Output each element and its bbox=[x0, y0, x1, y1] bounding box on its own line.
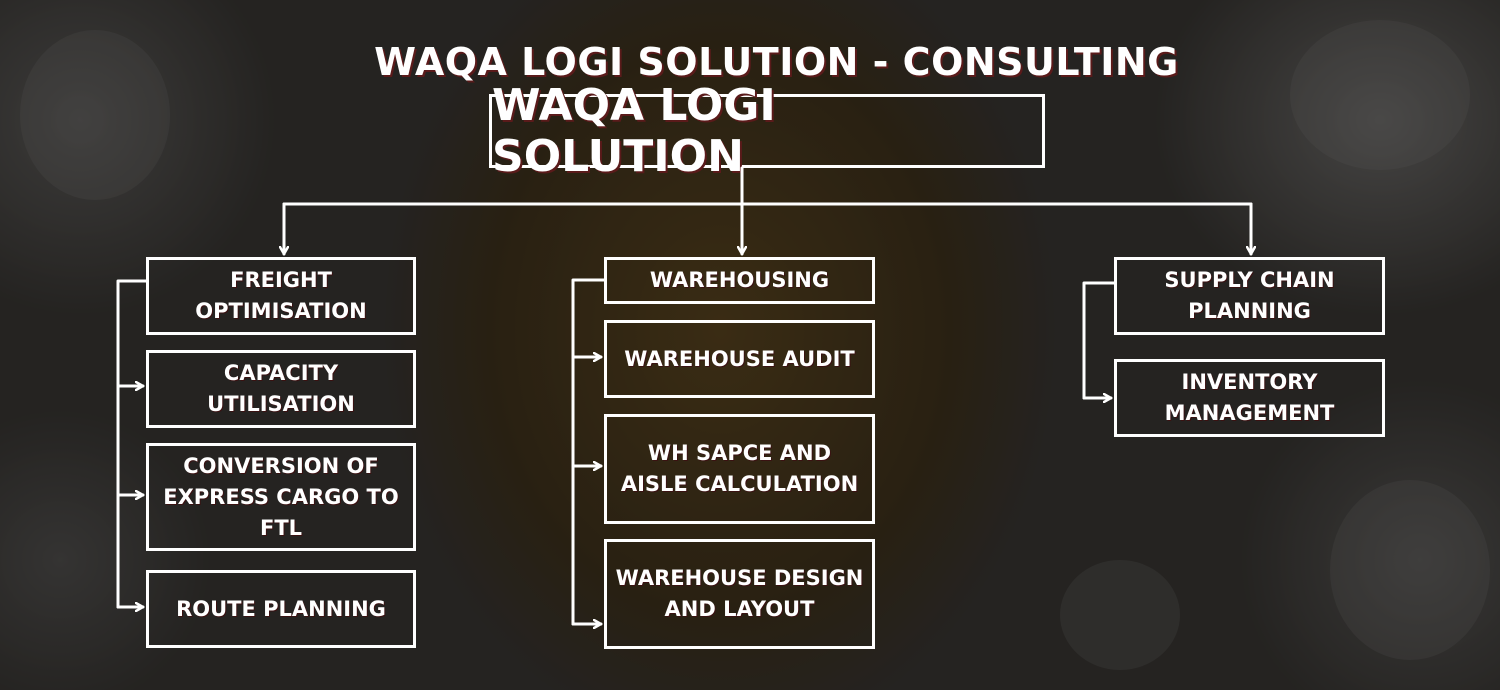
puzzle-piece-shape bbox=[1330, 480, 1490, 660]
node-warehouse-audit: WAREHOUSE AUDIT bbox=[604, 320, 875, 398]
node-freight-optimisation: FREIGHT OPTIMISATION bbox=[146, 257, 416, 335]
node-supply-chain-planning: SUPPLY CHAIN PLANNING bbox=[1114, 257, 1385, 335]
puzzle-piece-shape bbox=[1290, 20, 1470, 170]
node-warehousing: WAREHOUSING bbox=[604, 257, 875, 304]
puzzle-piece-shape bbox=[1060, 560, 1180, 670]
node-express-to-ftl: CONVERSION OF EXPRESS CARGO TO FTL bbox=[146, 443, 416, 551]
node-capacity-utilisation: CAPACITY UTILISATION bbox=[146, 350, 416, 428]
node-route-planning: ROUTE PLANNING bbox=[146, 570, 416, 648]
node-wh-space-aisle: WH SAPCE AND AISLE CALCULATION bbox=[604, 414, 875, 524]
puzzle-piece-shape bbox=[20, 30, 170, 200]
node-inventory-management: INVENTORY MANAGEMENT bbox=[1114, 359, 1385, 437]
spine-freight bbox=[116, 279, 148, 609]
spine-warehousing bbox=[571, 278, 606, 626]
node-warehouse-design: WAREHOUSE DESIGN AND LAYOUT bbox=[604, 539, 875, 649]
spine-supply-chain bbox=[1082, 281, 1116, 400]
page-title: WAQA LOGI SOLUTION - CONSULTING bbox=[374, 40, 1179, 84]
